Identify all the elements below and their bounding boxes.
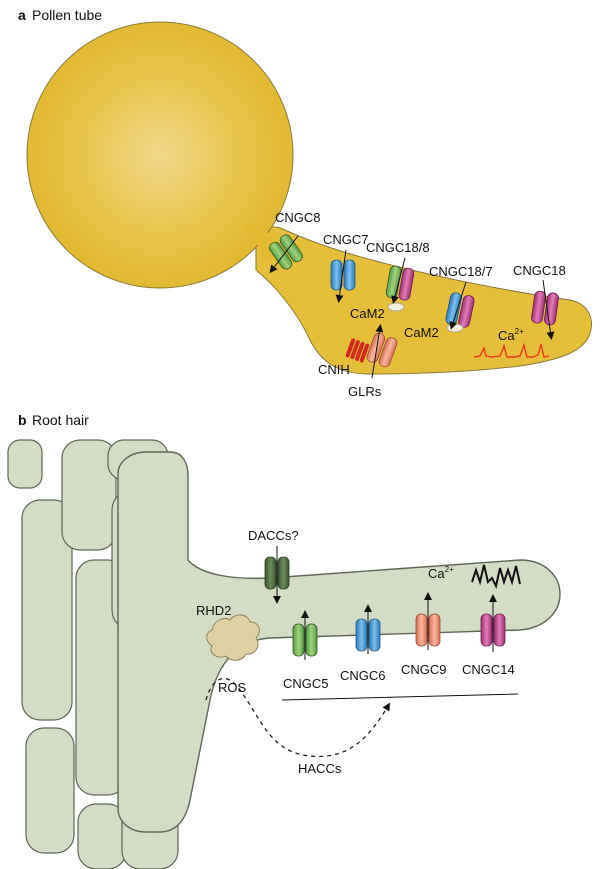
- root-hair-cell: [117, 451, 561, 833]
- calcium-oscillation-trace-b: [471, 564, 521, 589]
- label-cngc18: CNGC18: [513, 263, 566, 278]
- label-cngc9: CNGC9: [401, 662, 447, 677]
- label-ca2-b: Ca2+: [428, 565, 454, 581]
- label-cngc5: CNGC5: [283, 676, 329, 691]
- label-haccs: HACCs: [298, 761, 342, 776]
- cnih-protein: [345, 338, 370, 363]
- label-glrs: GLRs: [348, 384, 382, 399]
- panel-b-title: Root hair: [32, 412, 89, 428]
- label-cngc14: CNGC14: [462, 662, 515, 677]
- label-cngc6: CNGC6: [340, 668, 386, 683]
- rhd2-enzyme: [206, 614, 260, 661]
- cngc18-channel: [531, 290, 559, 326]
- label-cngc18-7: CNGC18/7: [429, 264, 493, 279]
- panel-b: b Root hair RHD2 DACCs?: [7, 412, 561, 869]
- cngc9-channel: [415, 613, 441, 647]
- panel-a-title: Pollen tube: [32, 7, 102, 23]
- cam2-blob-2: [446, 323, 464, 333]
- label-daccs: DACCs?: [248, 528, 299, 543]
- cngc18-8-channel: [385, 265, 415, 301]
- label-cngc7: CNGC7: [323, 232, 369, 247]
- cngc6-channel: [355, 618, 381, 652]
- cngc5-channel: [292, 623, 318, 657]
- cam2-blob-1: [387, 302, 405, 312]
- label-ca2-a: Ca2+: [498, 327, 524, 343]
- label-cngc18-8: CNGC18/8: [366, 240, 430, 255]
- calcium-oscillation-trace-a: [473, 342, 550, 358]
- label-cam2-1: CaM2: [350, 306, 385, 321]
- ros-haccs-arrow: [205, 677, 391, 758]
- panel-b-letter: b: [18, 412, 27, 428]
- label-ros: ROS: [218, 680, 247, 695]
- label-cngc8: CNGC8: [275, 210, 321, 225]
- label-cnih: CNIH: [318, 362, 350, 377]
- daccs-channel: [264, 556, 290, 590]
- panel-a: a Pollen tube CNGC8 CNGC7 CNGC18/8: [18, 7, 592, 399]
- root-hair-baseline: [281, 693, 519, 701]
- label-rhd2: RHD2: [196, 603, 231, 618]
- label-cam2-2: CaM2: [404, 325, 439, 340]
- cngc14-channel: [480, 613, 506, 647]
- glr-channel: [366, 332, 398, 368]
- cngc8-channel: [269, 234, 303, 270]
- pollen-grain: [26, 21, 294, 289]
- panel-a-letter: a: [18, 7, 26, 23]
